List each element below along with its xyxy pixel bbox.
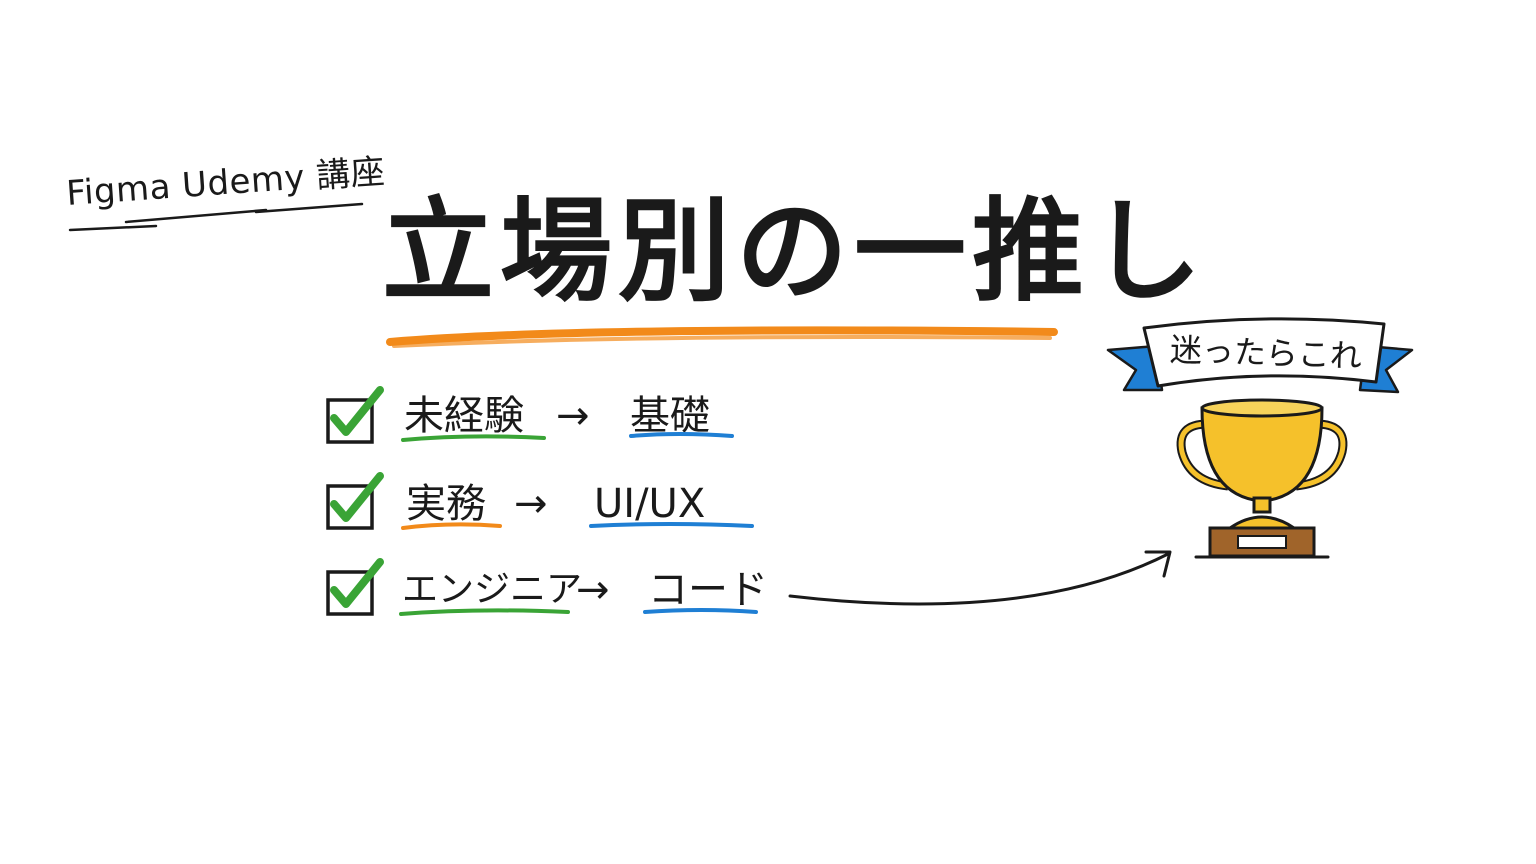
curved-arrow-icon <box>788 550 1172 606</box>
role-underline <box>399 608 570 616</box>
arrow-icon: → <box>576 567 610 613</box>
checkbox-checked-icon <box>326 386 384 444</box>
checkbox-checked-icon <box>326 558 384 616</box>
item-pick-text: 基礎 <box>630 393 710 439</box>
page-title: 立場別の一推し <box>382 187 1208 317</box>
pick-underline <box>629 432 734 438</box>
pick-underline <box>589 522 754 528</box>
title-underline <box>386 326 1058 348</box>
item-role-text: 実務 <box>406 481 486 527</box>
trophy-icon <box>1176 398 1348 559</box>
arrow-icon: → <box>514 481 548 527</box>
subtitle-underline <box>68 202 364 232</box>
item-pick-text: コード <box>648 567 768 613</box>
role-underline <box>401 434 546 442</box>
badge-label: 迷ったらこれ <box>1169 330 1363 376</box>
item-role-text: エンジニア <box>402 569 583 610</box>
arrow-icon: → <box>556 393 590 439</box>
item-role-text: 未経験 <box>404 393 524 439</box>
role-underline <box>401 522 502 530</box>
ribbon-banner-icon <box>1106 317 1414 394</box>
checkbox-checked-icon <box>326 472 384 530</box>
pick-underline <box>643 608 758 614</box>
item-pick-text: UI/UX <box>594 481 706 527</box>
